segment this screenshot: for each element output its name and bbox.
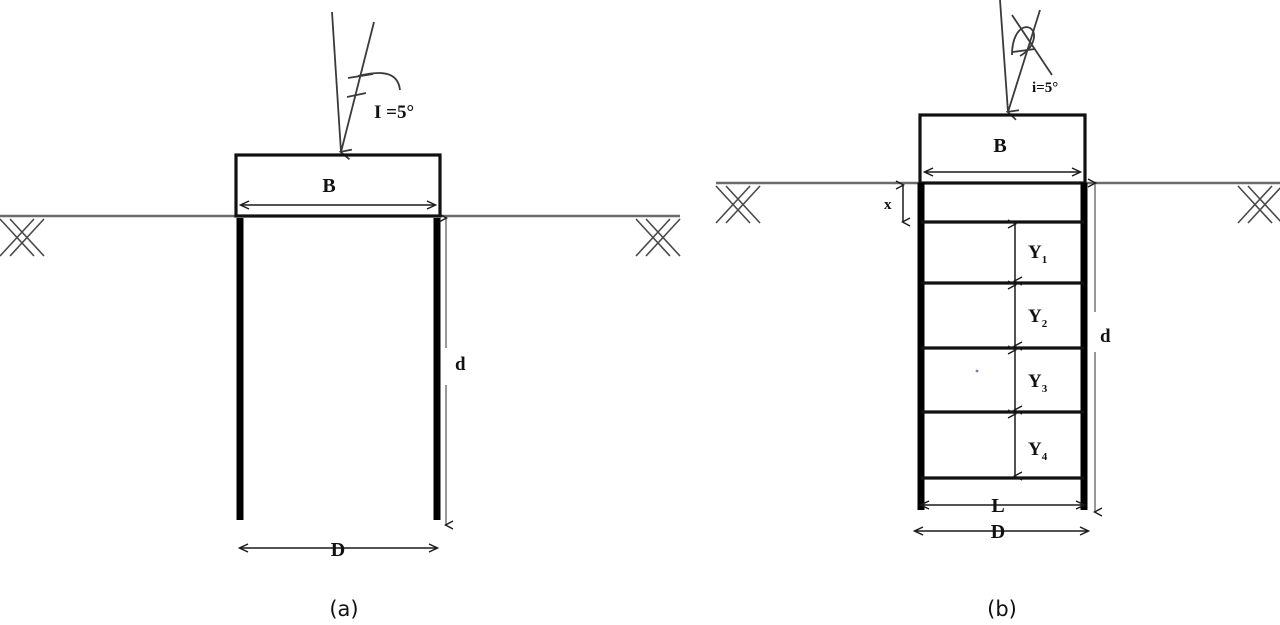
footing-block-b <box>918 113 1087 185</box>
depth-label-b: d <box>1100 326 1111 347</box>
stray-dot-artifact <box>975 369 979 373</box>
layer-label-y4: Y4 <box>1028 439 1048 463</box>
ground-hatch-left-a <box>0 218 45 257</box>
footing-width-label-a: B <box>322 175 335 197</box>
ground-hatch-right-b <box>1237 185 1280 224</box>
ground-hatch-left-b <box>715 185 761 224</box>
footing-block-a <box>234 153 442 218</box>
layer-label-y3: Y3 <box>1028 371 1048 395</box>
base-width-label-a: D <box>331 539 345 561</box>
panel-a-group: I =5° B d D (a) <box>0 11 681 621</box>
soil-layer-dividers-b <box>921 220 1084 480</box>
base-length-label-b: L <box>991 495 1004 517</box>
offset-label-b: x <box>884 197 892 213</box>
load-arrow-b <box>999 0 1053 112</box>
layer-label-y2: Y2 <box>1028 306 1048 330</box>
footing-width-label-b: B <box>993 135 1006 157</box>
load-arrow-a <box>331 11 401 152</box>
panel-caption-a: (a) <box>329 597 358 621</box>
layer-label-y1: Y1 <box>1028 242 1047 266</box>
load-angle-label-a: I =5° <box>374 102 414 123</box>
ground-hatch-right-a <box>635 218 681 257</box>
base-width-label-b: D <box>991 521 1005 543</box>
panel-caption-b: (b) <box>987 597 1017 621</box>
load-angle-label-b: i=5° <box>1032 80 1058 96</box>
depth-label-a: d <box>455 354 466 375</box>
panel-b-group: i=5° B x Y1 <box>715 0 1280 621</box>
